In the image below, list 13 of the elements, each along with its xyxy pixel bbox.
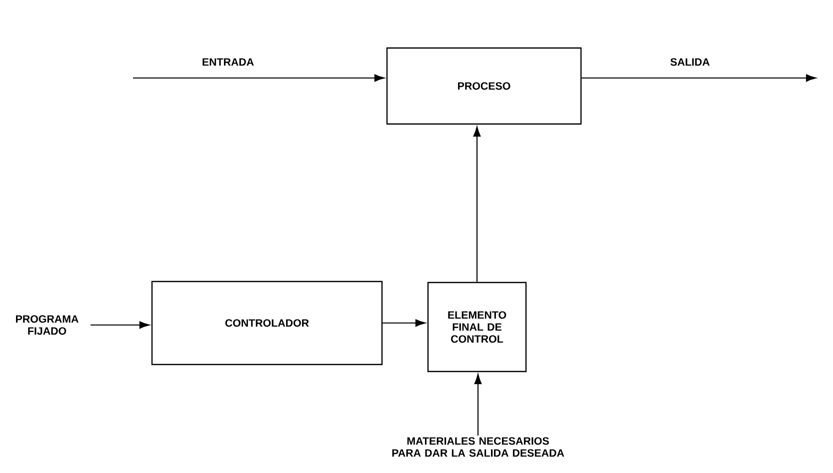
arrow — [582, 74, 816, 82]
arrow — [474, 374, 482, 436]
arrow — [90, 321, 150, 329]
process-box: PROCESO — [386, 47, 582, 125]
arrow — [133, 74, 384, 82]
input-label: PROGRAMA FIJADO — [16, 315, 78, 335]
edge-label: SALIDA — [668, 56, 712, 68]
arrow — [473, 126, 481, 282]
control-element-box: ELEMENTO FINAL DE CONTROL — [427, 282, 527, 372]
edge-label: ENTRADA — [200, 56, 256, 67]
arrow — [382, 319, 426, 327]
input-label: MATERIALES NECESARIOS PARA DAR LA SALIDA DESEADA — [392, 437, 564, 457]
controller-box: CONTROLADOR — [151, 280, 383, 366]
